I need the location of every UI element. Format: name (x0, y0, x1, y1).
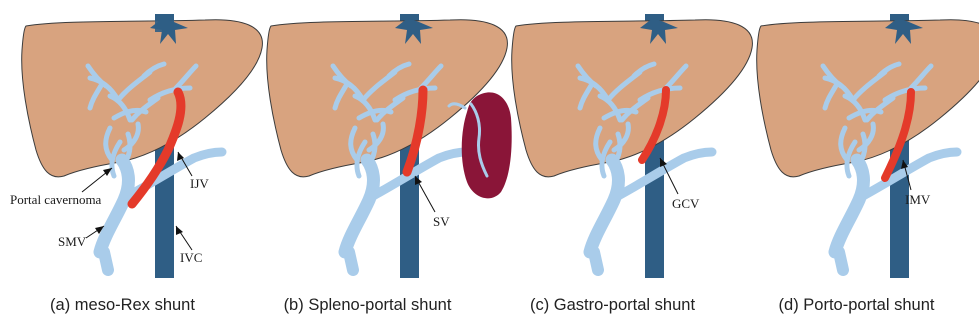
caption-panel-c: (c) Gastro-portal shunt (490, 296, 735, 315)
spleen (462, 92, 512, 198)
panel-porto-portal-shunt: IMV (757, 14, 979, 278)
liver (22, 20, 263, 177)
label-sv: SV (433, 214, 450, 229)
caption-panel-d: (d) Porto-portal shunt (734, 296, 979, 315)
label-portal-cavernoma: Portal cavernoma (10, 192, 102, 207)
panel-gastro-portal-shunt: GCV (512, 14, 753, 278)
ivc-arrowhead (176, 226, 183, 235)
label-smv: SMV (58, 234, 87, 249)
liver (512, 20, 753, 177)
ivc-through-liver (155, 14, 174, 32)
caption-panel-b: (b) Spleno-portal shunt (245, 296, 490, 315)
label-ivc: IVC (180, 250, 202, 265)
panel-spleno-portal-shunt: SV (267, 14, 512, 278)
panel-meso-rex-shunt: Portal cavernoma SMV IJV IVC (10, 14, 262, 278)
label-imv: IMV (905, 192, 931, 207)
label-gcv: GCV (672, 196, 700, 211)
caption-panel-a: (a) meso-Rex shunt (0, 296, 245, 315)
label-ijv: IJV (190, 176, 209, 191)
